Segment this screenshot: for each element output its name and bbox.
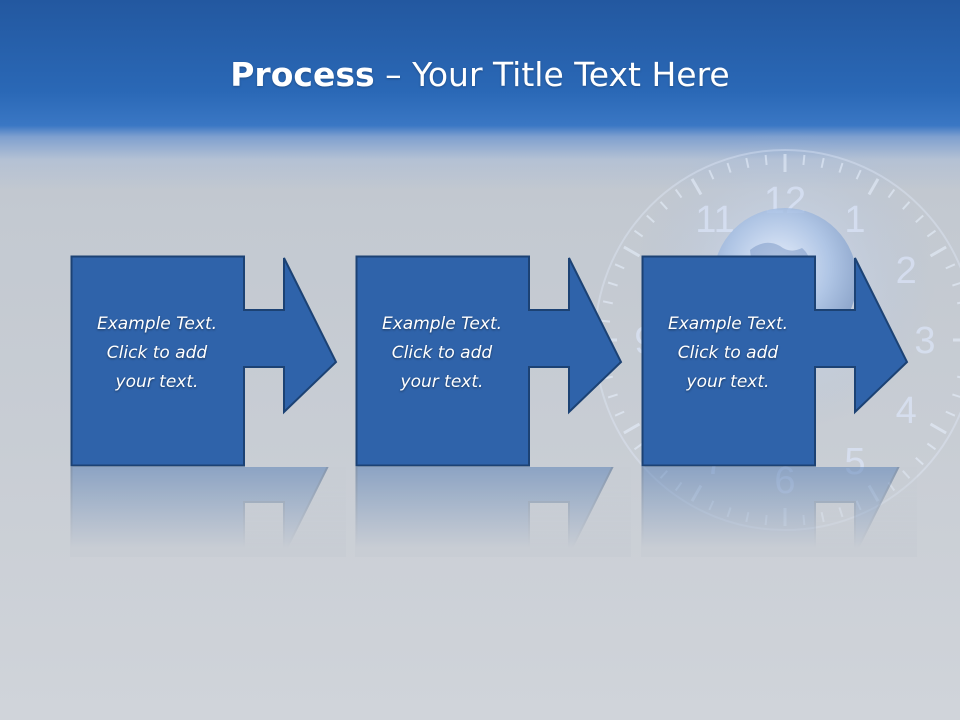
step-1-line-2: Click to add (106, 343, 208, 363)
clock-tick (690, 178, 703, 196)
clock-tick (607, 393, 618, 399)
clock-tick (887, 188, 896, 199)
clock-tick (764, 154, 768, 166)
title-rest: – Your Title Text Here (374, 55, 730, 94)
step-reflection-1 (70, 467, 346, 557)
step-3-line-1: Example Text. (667, 314, 789, 334)
process-step-3[interactable]: Example Text. Click to add your text. (641, 255, 917, 467)
step-reflection-2 (355, 467, 631, 557)
step-3-line-2: Click to add (677, 343, 779, 363)
clock-tick (915, 457, 924, 466)
clock-tick (952, 393, 960, 398)
clock-tick (926, 442, 937, 451)
step-1-line-3: your text. (115, 372, 199, 392)
step-1-line-1: Example Text. (96, 314, 218, 334)
clock-tick (602, 300, 614, 305)
clock-tick (838, 162, 844, 173)
clock-tick (929, 422, 947, 435)
step-text-3[interactable]: Example Text. Click to add your text. (641, 310, 815, 397)
step-reflection-3 (641, 467, 917, 557)
clock-tick (956, 375, 960, 379)
title-bold: Process (230, 55, 375, 94)
clock-tick (646, 214, 655, 223)
clock-tick (633, 442, 644, 451)
clock-number: 3 (914, 320, 935, 362)
clock-tick (956, 301, 960, 305)
arrow-shape-3 (641, 255, 909, 467)
clock-tick (802, 154, 806, 166)
arrow-shape-1 (70, 255, 338, 467)
step-3-line-3: your text. (686, 372, 770, 392)
clock-tick (623, 245, 641, 258)
process-step-2[interactable]: Example Text. Click to add your text. (355, 255, 631, 467)
clock-tick (726, 162, 732, 173)
clock-tick (623, 422, 641, 435)
clock-tick (945, 263, 956, 270)
step-2-line-1: Example Text. (381, 314, 503, 334)
process-step-1[interactable]: Example Text. Click to add your text. (70, 255, 346, 467)
clock-tick (607, 281, 618, 287)
clock-tick (867, 178, 880, 196)
clock-tick (614, 263, 625, 270)
arrow-shape-2 (355, 255, 623, 467)
step-2-line-3: your text. (400, 372, 484, 392)
clock-tick (614, 410, 625, 417)
clock-tick (902, 201, 911, 210)
clock-tick (855, 169, 862, 180)
clock-tick (926, 229, 937, 238)
clock-tick (820, 157, 825, 169)
clock-tick (599, 319, 611, 323)
step-text-2[interactable]: Example Text. Click to add your text. (355, 310, 529, 397)
clock-number: 1 (844, 199, 865, 241)
clock-number: 11 (695, 199, 734, 241)
step-2-line-2: Click to add (391, 343, 493, 363)
clock-number: 4 (896, 390, 917, 432)
step-text-1[interactable]: Example Text. Click to add your text. (70, 310, 244, 397)
slide-title[interactable]: Process – Your Title Text Here (0, 52, 960, 98)
clock-tick (674, 188, 683, 199)
clock-tick (633, 229, 644, 238)
clock-tick (745, 157, 750, 169)
clock-tick (708, 169, 715, 180)
clock-tick (659, 201, 668, 210)
clock-tick (952, 282, 960, 287)
clock-tick (915, 214, 924, 223)
clock-tick (945, 410, 956, 417)
clock-number: 2 (896, 250, 917, 292)
clock-tick (929, 245, 947, 258)
